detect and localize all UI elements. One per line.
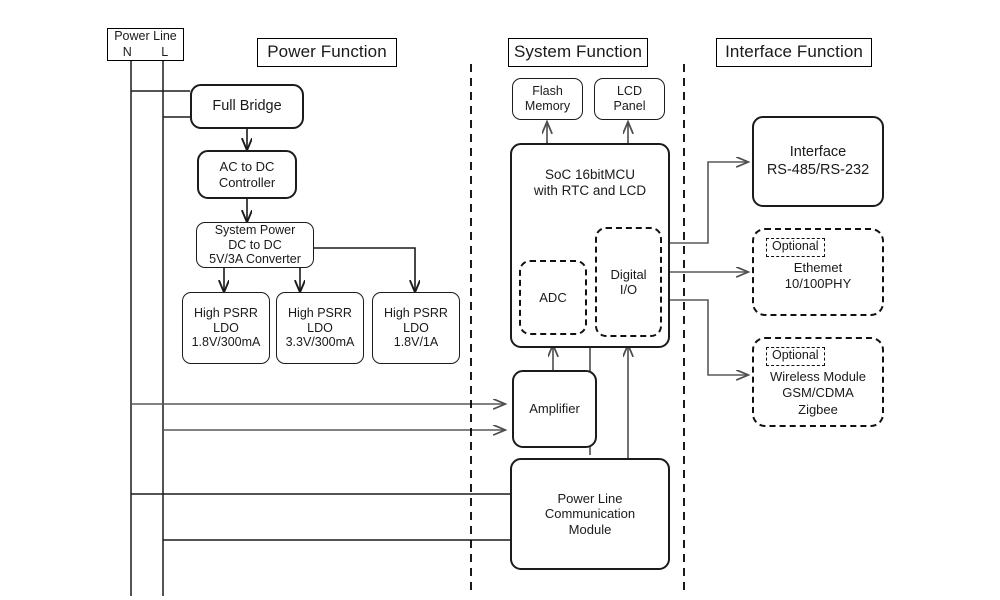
block-wireless-label: Wireless Module GSM/CDMA Zigbee <box>769 369 867 417</box>
live-label: L <box>161 45 169 59</box>
power-line-source: Power Line N L <box>107 28 184 61</box>
block-ac-to-dc-controller[interactable]: AC to DC Controller <box>197 150 297 199</box>
interface-connections <box>666 162 748 375</box>
block-flash-memory[interactable]: Flash Memory <box>512 78 583 120</box>
ethernet-optional-tag: Optional <box>766 238 825 257</box>
block-amplifier[interactable]: Amplifier <box>512 370 597 448</box>
header-system-function: System Function <box>508 38 648 67</box>
header-interface-function: Interface Function <box>716 38 872 67</box>
block-plc-module[interactable]: Power Line Communication Module <box>510 458 670 570</box>
block-digital-io[interactable]: Digital I/O <box>595 227 662 337</box>
block-interface-rs[interactable]: Interface RS-485/RS-232 <box>752 116 884 207</box>
block-ldo-2[interactable]: High PSRR LDO 3.3V/300mA <box>276 292 364 364</box>
header-power-function: Power Function <box>257 38 397 67</box>
neutral-label: N <box>122 45 132 59</box>
block-wireless[interactable]: Optional Wireless Module GSM/CDMA Zigbee <box>752 337 884 427</box>
block-lcd-panel[interactable]: LCD Panel <box>594 78 665 120</box>
block-ldo-1[interactable]: High PSRR LDO 1.8V/300mA <box>182 292 270 364</box>
block-full-bridge[interactable]: Full Bridge <box>190 84 304 129</box>
sense-lines <box>131 404 505 430</box>
block-system-power[interactable]: System Power DC to DC 5V/3A Converter <box>196 222 314 268</box>
block-soc-label: SoC 16bitMCU with RTC and LCD <box>533 167 647 198</box>
block-ldo-3[interactable]: High PSRR LDO 1.8V/1A <box>372 292 460 364</box>
block-adc[interactable]: ADC <box>519 260 587 335</box>
block-ethernet[interactable]: Optional Ethemet 10/100PHY <box>752 228 884 316</box>
block-ethernet-label: Ethemet 10/100PHY <box>784 260 852 292</box>
wireless-optional-tag: Optional <box>766 347 825 366</box>
power-line-label: Power Line <box>114 29 177 44</box>
